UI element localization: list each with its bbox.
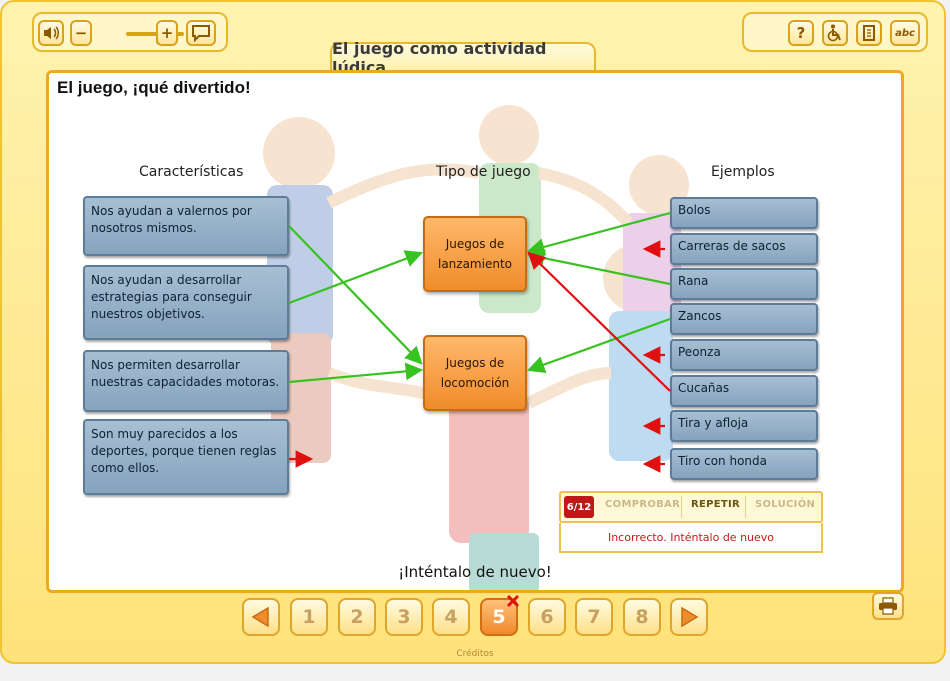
line-correct [288, 362, 424, 384]
example-card[interactable]: Tiro con honda [670, 448, 818, 480]
example-card[interactable]: Rana [670, 268, 818, 300]
example-card[interactable]: Carreras de sacos [670, 233, 818, 265]
speech-bubble-icon [192, 25, 210, 42]
volume-down-button[interactable]: − [70, 20, 92, 46]
help-button[interactable]: ? [788, 20, 814, 46]
activity-title: El juego como actividad lúdica [330, 39, 596, 77]
result-message: Incorrecto. Inténtalo de nuevo [559, 523, 823, 553]
column-type: Tipo de juego [436, 164, 531, 180]
volume-up-button[interactable]: + [156, 20, 178, 46]
page-heading: El juego, ¡qué divertido! [57, 78, 251, 97]
volume-slider-track[interactable] [126, 32, 184, 36]
next-page-button[interactable] [670, 598, 708, 636]
line-correct [288, 225, 423, 365]
page-button-current[interactable]: 5 [480, 594, 520, 636]
column-examples: Ejemplos [711, 164, 775, 180]
printer-icon [879, 597, 897, 615]
toolbar-right: ? abc [742, 12, 928, 52]
incorrect-mark-icon [506, 594, 520, 608]
document-icon [863, 25, 875, 41]
page-button[interactable]: 7 [575, 598, 613, 636]
sound-button[interactable] [38, 20, 64, 46]
help-label: ? [796, 24, 806, 42]
plus-label: + [160, 24, 174, 42]
abc-label: abc [895, 27, 915, 39]
check-button[interactable]: COMPROBAR [605, 499, 681, 510]
type-label: Juegos de lanzamiento [437, 237, 512, 271]
activity-content: El juego, ¡qué divertido! Característica… [46, 70, 904, 593]
abc-button[interactable]: abc [890, 20, 920, 46]
page-button[interactable]: 1 [290, 598, 328, 636]
page-button[interactable]: 4 [432, 598, 470, 636]
speaker-icon [44, 26, 59, 40]
line-incorrect [527, 251, 671, 392]
line-correct [526, 317, 671, 374]
feedback-text: ¡Inténtalo de nuevo! [398, 563, 552, 581]
characteristic-card[interactable]: Nos ayudan a desarrollar estrategias par… [83, 265, 289, 340]
toolbar-left: − + [32, 12, 228, 52]
characteristic-card[interactable]: Son muy parecidos a los deportes, porque… [83, 419, 289, 495]
print-button[interactable] [872, 592, 904, 620]
arrow-left-icon [251, 606, 269, 628]
example-card[interactable]: Peonza [670, 339, 818, 371]
page-button[interactable]: 6 [528, 598, 566, 636]
example-card[interactable]: Tira y afloja [670, 410, 818, 442]
check-bar: 6/12 COMPROBAR REPETIR SOLUCIÓN [559, 491, 823, 523]
example-card[interactable]: Cucañas [670, 375, 818, 407]
line-correct [526, 249, 671, 286]
characteristic-card[interactable]: Nos ayudan a valernos por nosotros mismo… [83, 196, 289, 256]
separator [681, 496, 682, 518]
arrow-right-icon [681, 606, 699, 628]
credits-link[interactable]: Créditos [456, 649, 494, 659]
repeat-button[interactable]: REPETIR [691, 499, 741, 510]
example-card[interactable]: Zancos [670, 303, 818, 335]
document-button[interactable] [856, 20, 882, 46]
connection-lines [288, 211, 671, 473]
line-correct [288, 250, 424, 305]
speech-button[interactable] [186, 20, 216, 46]
minus-label: − [74, 24, 88, 42]
prev-page-button[interactable] [242, 598, 280, 636]
characteristic-card[interactable]: Nos permiten desarrollar nuestras capaci… [83, 350, 289, 412]
type-box-locomocion[interactable]: Juegos de locomoción [423, 335, 527, 411]
type-label: Juegos de locomoción [440, 356, 510, 390]
pagination: 1 2 3 4 5 6 7 8 [242, 594, 712, 640]
page-button[interactable]: 3 [385, 598, 423, 636]
page-button[interactable]: 8 [623, 598, 661, 636]
line-correct [526, 211, 671, 256]
current-page-label: 5 [492, 606, 506, 628]
column-characteristics: Características [139, 164, 244, 180]
type-box-lanzamiento[interactable]: Juegos de lanzamiento [423, 216, 527, 292]
app-frame: − + ? abc El juego como actividad lúdica… [0, 0, 946, 664]
separator [745, 496, 746, 518]
accessibility-button[interactable] [822, 20, 848, 46]
wheelchair-icon [827, 24, 841, 42]
example-card[interactable]: Bolos [670, 197, 818, 229]
page-button[interactable]: 2 [338, 598, 376, 636]
solution-button[interactable]: SOLUCIÓN [755, 499, 816, 510]
score-badge: 6/12 [564, 496, 594, 518]
